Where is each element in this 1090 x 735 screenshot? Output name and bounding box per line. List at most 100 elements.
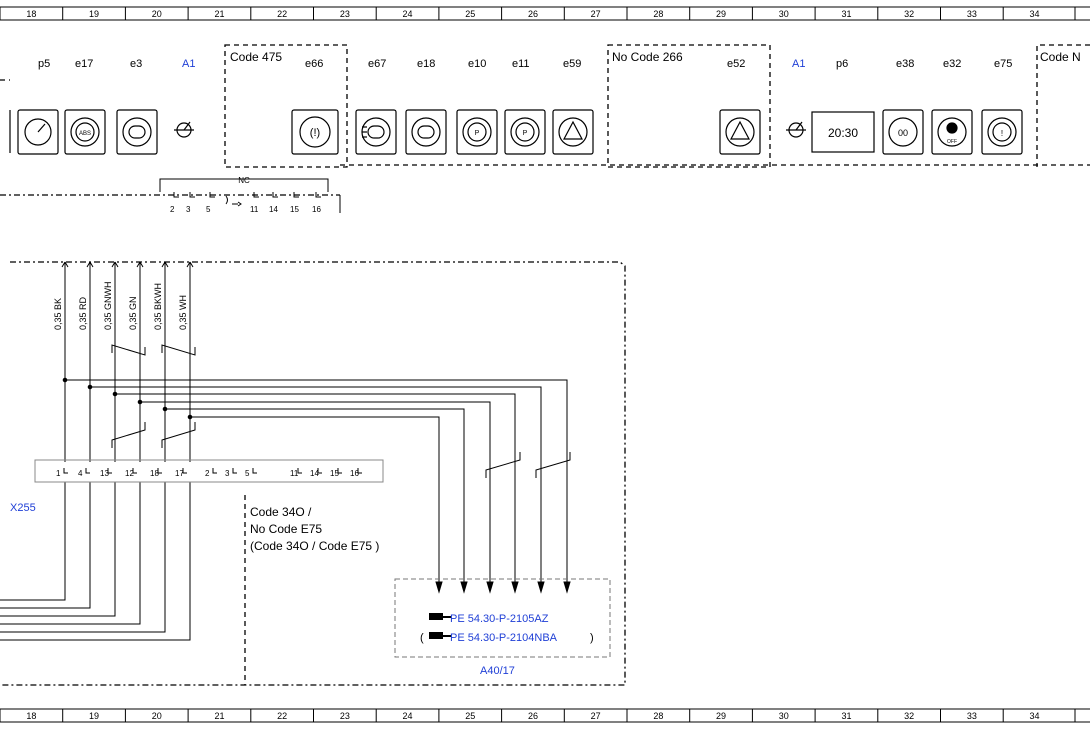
wire-label: 0,35 RD — [78, 296, 88, 330]
wire-label: 0,35 BK — [53, 298, 63, 330]
svg-text:00: 00 — [898, 128, 908, 138]
ruler-number: 32 — [904, 711, 914, 721]
connector-pin-label: 12 — [125, 469, 134, 478]
connector-pin-label: 13 — [100, 469, 109, 478]
nc-pin-mark — [293, 192, 299, 198]
ruler-number: 24 — [403, 9, 413, 19]
connector-pin-label: 4 — [78, 469, 83, 478]
ruler-number: 31 — [841, 9, 851, 19]
ruler-number: 29 — [716, 9, 726, 19]
component-label: e52 — [727, 58, 745, 70]
component-link-a1[interactable]: A1 — [182, 58, 195, 70]
wire-segment — [0, 482, 141, 625]
connector-pin-label: 2 — [205, 469, 210, 478]
nc-pin-mark — [189, 192, 195, 198]
ruler-number: 28 — [653, 9, 663, 19]
wire-segment — [90, 386, 542, 590]
parking-light-icon: P — [504, 109, 546, 155]
nc-pin-mark — [173, 192, 179, 198]
ruler-number: 19 — [89, 711, 99, 721]
component-label: e3 — [130, 58, 142, 70]
wire-segment — [0, 482, 91, 609]
hazard-icon — [552, 109, 594, 155]
connector-pin-mark — [132, 468, 137, 474]
svg-text:P: P — [523, 130, 528, 137]
tire-pressure-icon: (!) — [291, 109, 339, 155]
ruler-number: 18 — [26, 9, 36, 19]
warning-triangle-icon — [719, 109, 761, 155]
nc-pin-mark — [253, 192, 259, 198]
connector-pin-label: 17 — [175, 469, 184, 478]
component-label: p6 — [836, 58, 848, 70]
connector-pin-mark — [182, 468, 187, 474]
wire-arrow — [186, 261, 194, 268]
a1-symbol-icon — [174, 121, 194, 138]
component-label: e38 — [896, 58, 914, 70]
a40-17-link[interactable]: A40/17 — [480, 665, 515, 677]
ruler-number: 23 — [340, 9, 350, 19]
x255-link[interactable]: X255 — [10, 502, 36, 514]
component-label: e66 — [305, 58, 323, 70]
ruler-number: 21 — [214, 711, 224, 721]
twist-marker — [485, 452, 521, 478]
ruler-number: 30 — [779, 711, 789, 721]
svg-text:OFF: OFF — [947, 139, 957, 145]
clock-display — [811, 111, 875, 153]
connector-pin-mark — [63, 468, 68, 474]
ruler-number: 32 — [904, 9, 914, 19]
component-label: e11 — [512, 58, 530, 70]
wire-segment — [0, 482, 166, 633]
wire-arrow — [111, 261, 119, 268]
module-frame — [0, 261, 626, 686]
nc-pin-label: 15 — [290, 205, 299, 214]
pointing-hand-icon — [429, 613, 451, 620]
connector-pin-label: 3 — [225, 469, 230, 478]
wire-segment — [190, 416, 440, 590]
parking-brake-icon: P — [456, 109, 498, 155]
nc-pin-mark — [315, 192, 321, 198]
ruler-number: 18 — [26, 711, 36, 721]
component-link-a1[interactable]: A1 — [792, 58, 805, 70]
reference-link-2[interactable]: PE 54.30-P-2104NBA — [450, 632, 558, 644]
wire-label: 0,35 WH — [178, 295, 188, 330]
wire-arrow — [61, 261, 69, 268]
component-label: e18 — [417, 58, 435, 70]
wire-label: 0,35 BKWH — [153, 283, 163, 330]
nc-pin-label: 14 — [269, 205, 278, 214]
connector-pin-mark — [297, 468, 302, 474]
connector-pin-label: 15 — [330, 469, 339, 478]
wire-segment — [0, 482, 116, 617]
a40-17-box — [394, 578, 611, 658]
code-note-line2: No Code E75 — [250, 522, 322, 536]
connector-pin-mark — [317, 468, 322, 474]
speedometer-icon — [9, 109, 59, 155]
wire-label: 0,35 GN — [128, 296, 138, 330]
wire-segment — [165, 408, 465, 590]
twist-marker — [111, 344, 146, 356]
reference-link-1[interactable]: PE 54.30-P-2105AZ — [450, 613, 549, 625]
clock-text: 20:30 — [828, 126, 858, 140]
code-n-label: Code N — [1040, 50, 1081, 64]
connector-pin-mark — [107, 468, 112, 474]
wire-segment — [140, 401, 491, 590]
ref-paren-close: ) — [590, 632, 594, 644]
nc-pin-strip — [159, 178, 341, 213]
nc-pin-mark — [272, 192, 278, 198]
fog-lamp-icon — [355, 109, 397, 155]
ruler-number: 25 — [465, 9, 475, 19]
twist-marker — [161, 422, 196, 448]
ruler-number: 23 — [340, 711, 350, 721]
connector-pin-mark — [252, 468, 257, 474]
svg-text:ABS: ABS — [79, 131, 91, 137]
twist-marker — [111, 422, 146, 448]
ruler-number: 34 — [1030, 711, 1040, 721]
nc-pin-label: 2 — [170, 205, 175, 214]
connector-pin-mark — [85, 468, 90, 474]
twist-marker — [161, 344, 196, 356]
esp-off-icon: OFF — [931, 109, 973, 155]
connector-pin-mark — [357, 468, 362, 474]
connector-pin-label: 18 — [150, 469, 159, 478]
ruler-number: 26 — [528, 711, 538, 721]
